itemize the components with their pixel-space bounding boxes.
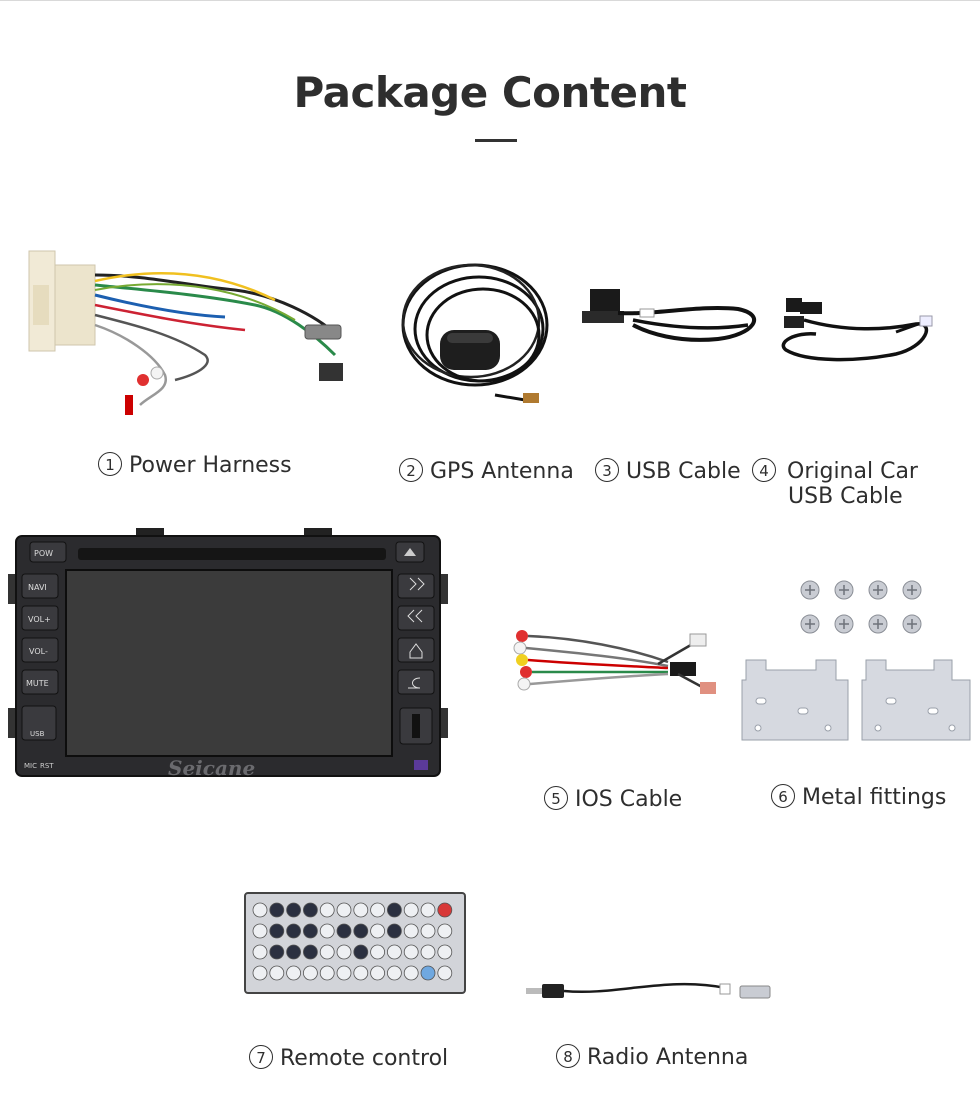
item-number: 2 [399, 458, 423, 482]
remote-button-icon [286, 965, 301, 981]
remote-button-icon [286, 902, 301, 918]
remote-button-icon [269, 902, 285, 918]
item-label-original-car-usb-cable-line2: USB Cable [788, 484, 903, 509]
item-number: 5 [544, 786, 568, 810]
remote-button-icon [403, 902, 419, 918]
remote-button-icon [386, 944, 402, 960]
usb-cable-image [582, 289, 756, 342]
remote-button-icon [286, 923, 301, 939]
ios-cable-image [513, 630, 716, 694]
remote-button-icon [252, 965, 268, 981]
head-unit-button-vol-down: VOL- [29, 647, 48, 656]
remote-button-icon [403, 944, 419, 960]
item-number: 3 [595, 458, 619, 482]
remote-button-icon [319, 923, 335, 939]
remote-button-icon [370, 965, 386, 981]
radio-antenna-image [526, 982, 771, 999]
remote-button-icon [370, 902, 386, 918]
item-number: 8 [556, 1044, 580, 1068]
remote-button-icon [269, 965, 285, 981]
remote-button-icon [286, 944, 301, 960]
remote-button-icon [353, 944, 369, 960]
remote-button-icon [437, 944, 453, 960]
remote-button-icon [353, 902, 369, 918]
remote-button-icon [336, 902, 352, 918]
head-unit-button-navi: NAVI [28, 583, 47, 592]
remote-button-icon [252, 944, 268, 960]
head-unit-label-mic: MIC [24, 762, 37, 770]
head-unit-label-rst: RST [40, 762, 54, 770]
remote-button-icon [437, 902, 453, 918]
remote-button-icon [319, 944, 335, 960]
remote-control-image [244, 892, 466, 994]
remote-button-icon [386, 902, 402, 918]
item-number: 6 [771, 784, 795, 808]
top-divider [0, 0, 980, 1]
remote-button-icon [319, 965, 335, 981]
remote-button-icon [319, 902, 335, 918]
original-car-usb-cable-image [781, 298, 933, 362]
item-number: 4 [752, 458, 776, 482]
remote-button-icon [353, 923, 369, 939]
remote-button-icon [437, 923, 453, 939]
remote-button-icon [303, 902, 318, 918]
metal-fittings-image [741, 580, 971, 741]
power-harness-image [28, 250, 343, 415]
remote-button-icon [252, 902, 268, 918]
remote-button-icon [336, 965, 352, 981]
remote-button-icon [370, 923, 386, 939]
head-unit-image: POW NAVI VOL+ VOL- MUTE USB MIC RST Seic… [8, 528, 448, 780]
item-number: 1 [98, 452, 122, 476]
item-number: 7 [249, 1045, 273, 1069]
title-underline [475, 139, 517, 142]
remote-button-icon [336, 944, 352, 960]
remote-button-icon [252, 923, 268, 939]
remote-button-icon [386, 923, 402, 939]
remote-button-icon [403, 923, 419, 939]
remote-buttons [252, 902, 453, 981]
remote-button-icon [420, 944, 436, 960]
remote-button-icon [269, 923, 285, 939]
remote-button-icon [303, 944, 318, 960]
remote-button-icon [303, 923, 318, 939]
remote-button-icon [336, 923, 352, 939]
remote-button-icon [269, 944, 285, 960]
remote-button-icon [420, 923, 436, 939]
head-unit-button-vol-up: VOL+ [28, 615, 51, 624]
head-unit-button-pow: POW [34, 549, 53, 558]
remote-button-icon [370, 944, 386, 960]
head-unit-brand: Seicane [168, 756, 255, 780]
head-unit-button-mute: MUTE [26, 679, 49, 688]
remote-button-icon [303, 965, 318, 981]
page-title: Package Content [293, 68, 687, 117]
remote-button-icon [403, 965, 419, 981]
gps-antenna-image [401, 263, 549, 403]
remote-button-icon [386, 965, 402, 981]
head-unit-usb-label: USB [30, 730, 45, 738]
remote-button-icon [353, 965, 369, 981]
remote-button-icon [437, 965, 453, 981]
remote-button-icon [420, 965, 436, 981]
remote-button-icon [420, 902, 436, 918]
